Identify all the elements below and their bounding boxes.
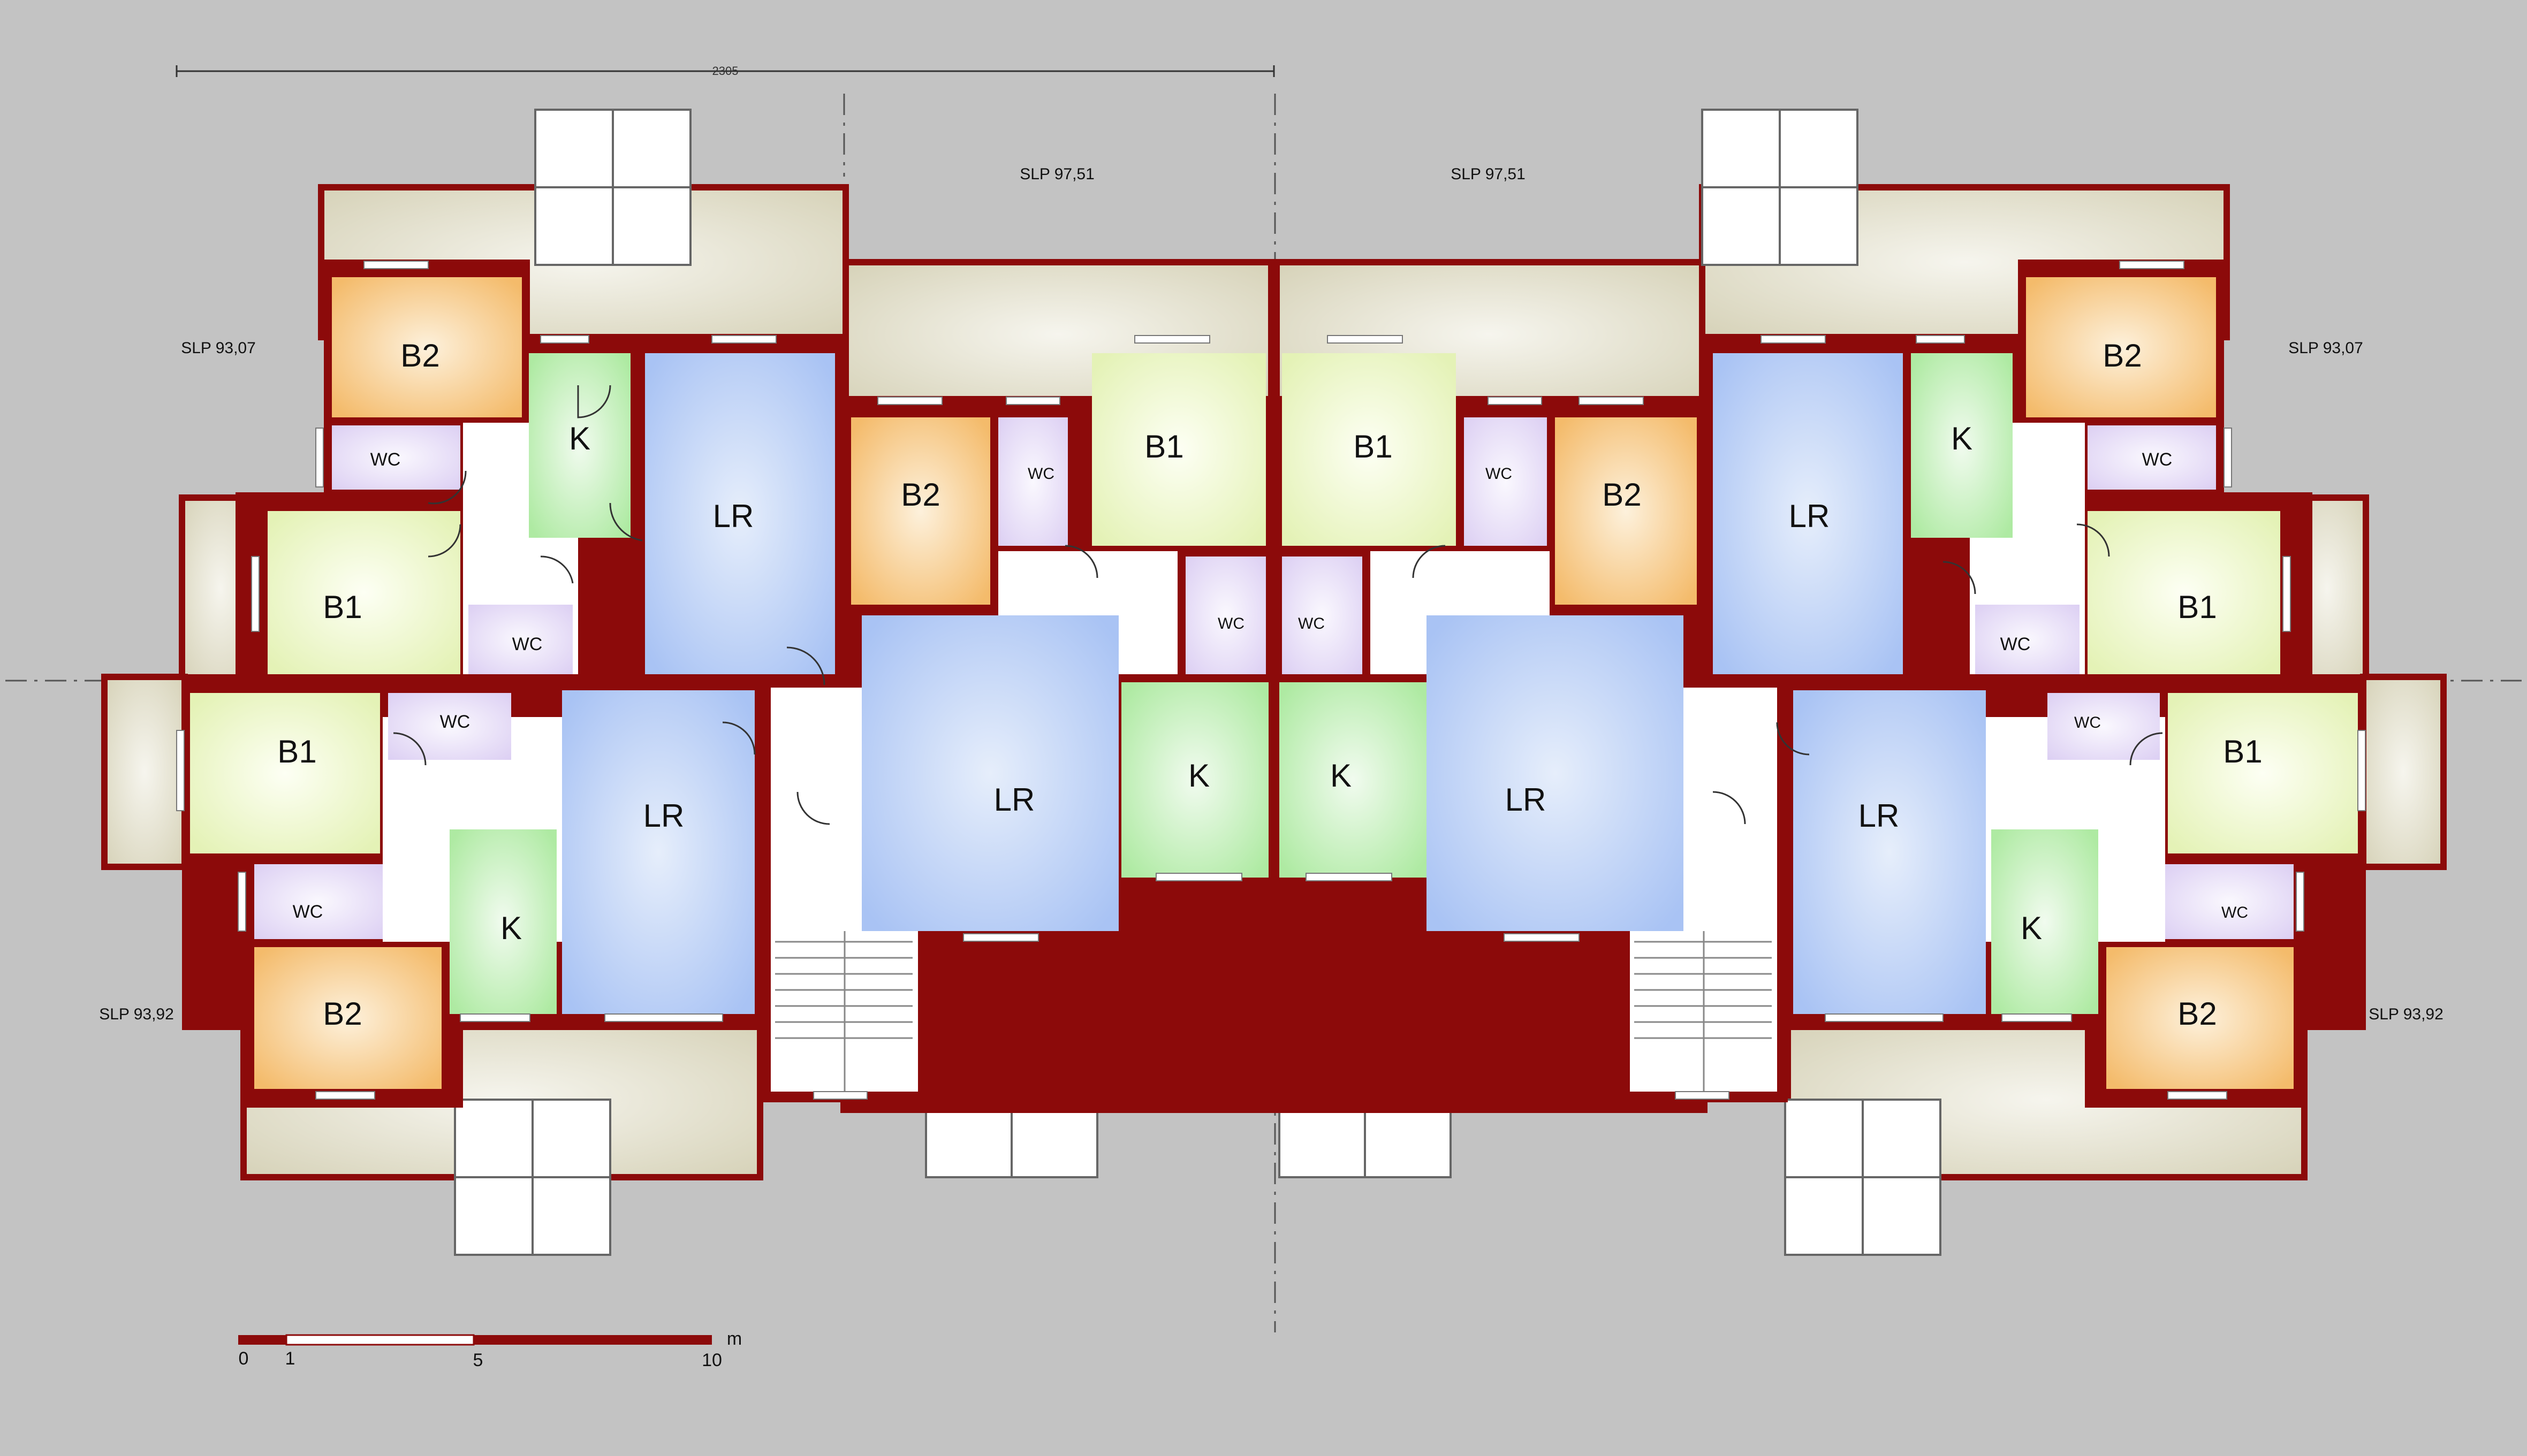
apartment-a: B2 WC K LR B1 WC	[268, 277, 835, 674]
apartment-f: LR K B1 WC WC B2	[1793, 690, 2358, 1089]
room-label: WC	[1298, 615, 1325, 632]
room-label: WC	[2000, 634, 2031, 654]
apartment-d: B1 WC B2 WC LR K	[1279, 353, 1697, 931]
room-label: B2	[400, 338, 439, 373]
room-label: LR	[1858, 798, 1900, 834]
room-label: B2	[901, 477, 940, 513]
area-label-tr: SLP 93,07	[2288, 339, 2363, 357]
room-label: B1	[323, 589, 362, 625]
area-label-br: SLP 93,92	[2369, 1005, 2443, 1023]
apartment-e: LR K B2 WC B1 WC	[1713, 277, 2280, 674]
room-label: B2	[1602, 477, 1641, 513]
room-label: LR	[1789, 498, 1830, 534]
room-label: K	[569, 421, 590, 456]
windows	[176, 261, 2366, 1100]
area-labels: SLP 93,07 SLP 97,51 SLP 97,51 SLP 93,07 …	[99, 165, 2443, 1023]
room-label: K	[500, 910, 522, 946]
room-label: K	[1951, 421, 1972, 456]
scale-bar: 0 1 5 10 m	[238, 1329, 742, 1370]
dimension-line: 2305	[176, 64, 1275, 78]
scale-tick-5: 5	[473, 1350, 483, 1370]
area-label-bl: SLP 93,92	[99, 1005, 174, 1023]
door-swings	[393, 385, 2163, 825]
room-label: B1	[1353, 429, 1392, 464]
room-label: WC	[293, 902, 323, 922]
dimension-label: 2305	[712, 64, 739, 78]
room-label: LR	[643, 798, 685, 834]
room-label: B2	[323, 996, 362, 1032]
room-label: K	[2021, 910, 2042, 946]
apartment-c: B2 WC B1 WC LR K	[851, 353, 1269, 931]
room-label: WC	[370, 449, 401, 470]
room-label: K	[1188, 758, 1210, 794]
room-label: WC	[2221, 904, 2248, 921]
room-label: B1	[2223, 734, 2262, 769]
scale-tick-1: 1	[285, 1348, 295, 1369]
area-label-tc2: SLP 97,51	[1451, 165, 1526, 183]
room-label: LR	[994, 782, 1035, 818]
room-label: LR	[713, 498, 754, 534]
room-label: B1	[1144, 429, 1183, 464]
room-label: WC	[512, 634, 543, 654]
room-label: B2	[2103, 338, 2142, 373]
scale-unit: m	[727, 1329, 742, 1349]
room-label: WC	[1485, 465, 1512, 483]
room-label: B1	[277, 734, 316, 769]
scale-tick-0: 0	[239, 1348, 249, 1369]
room-label: LR	[1505, 782, 1546, 818]
room-label: B2	[2177, 996, 2217, 1032]
stairs	[775, 931, 1772, 1092]
room-label: WC	[2142, 449, 2173, 470]
area-label-tc1: SLP 97,51	[1020, 165, 1095, 183]
room-label: WC	[1218, 615, 1244, 632]
scale-tick-10: 10	[702, 1350, 722, 1370]
area-label-tl: SLP 93,07	[181, 339, 256, 357]
room-label: WC	[440, 712, 471, 732]
room-label: K	[1330, 758, 1352, 794]
room-label: WC	[2074, 714, 2101, 731]
room-label: WC	[1028, 465, 1054, 483]
rooms: B2 WC K LR B1 WC B1 WC LR K WC B2	[190, 277, 2358, 1089]
apartment-b: B1 WC LR K WC B2	[190, 690, 755, 1089]
room-label: B1	[2177, 589, 2217, 625]
